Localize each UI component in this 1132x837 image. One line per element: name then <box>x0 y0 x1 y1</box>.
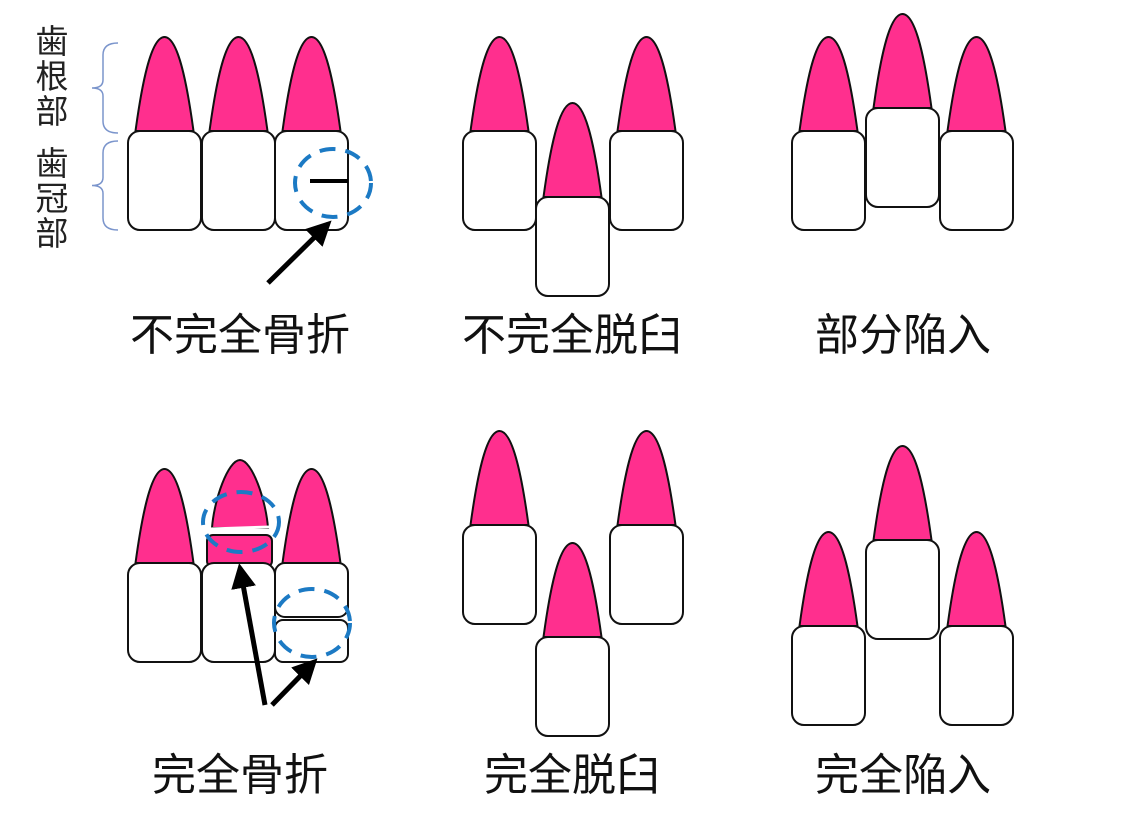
label-crown-part: 歯冠部 <box>30 146 69 251</box>
tooth-crown <box>201 562 276 663</box>
tooth-root <box>616 35 677 132</box>
tooth-root <box>872 12 933 109</box>
tooth-root <box>798 35 859 132</box>
panel-label-complete-intrusion: 完全陥入 <box>815 750 991 801</box>
tooth-root <box>134 35 195 132</box>
brace-icon <box>91 140 119 231</box>
tooth-root <box>542 541 603 638</box>
dashed-highlight-circle <box>201 490 281 554</box>
tooth-crown <box>201 130 276 231</box>
tooth-crown <box>939 625 1014 726</box>
tooth-crown <box>939 130 1014 231</box>
tooth-root <box>946 35 1007 132</box>
tooth-root <box>469 35 530 132</box>
tooth-root <box>616 429 677 526</box>
tooth-root <box>946 530 1007 627</box>
panel-label-partial-intrusion: 部分陥入 <box>815 310 991 361</box>
label-root-part: 歯根部 <box>30 24 69 129</box>
tooth-crown <box>127 130 202 231</box>
tooth-root <box>134 467 195 564</box>
tooth-root <box>872 444 933 541</box>
tooth-crown <box>609 130 684 231</box>
tooth-crown <box>791 130 866 231</box>
arrow-icon <box>270 658 318 707</box>
panel-label-complete-luxation: 完全脱臼 <box>484 750 660 801</box>
dashed-highlight-circle <box>293 147 373 219</box>
brace-icon <box>91 42 119 134</box>
panel-label-complete-fracture: 完全骨折 <box>152 750 328 801</box>
tooth-root <box>281 35 342 132</box>
tooth-crown <box>791 625 866 726</box>
tooth-crown <box>865 539 940 640</box>
tooth-crown <box>127 562 202 663</box>
fracture-gap <box>209 525 271 531</box>
arrow-icon <box>231 563 268 706</box>
tooth-crown <box>535 196 610 297</box>
tooth-root <box>469 429 530 526</box>
tooth-crown <box>462 130 537 231</box>
arrow-icon <box>266 220 332 285</box>
tooth-crown <box>462 524 537 625</box>
tooth-root <box>208 35 269 132</box>
panel-label-incomplete-fracture: 不完全骨折 <box>130 310 350 361</box>
tooth-root <box>798 530 859 627</box>
tooth-crown <box>609 524 684 625</box>
panel-label-incomplete-luxation: 不完全脱臼 <box>462 310 682 361</box>
tooth-crown <box>535 636 610 737</box>
dashed-highlight-circle <box>272 587 352 659</box>
tooth-root <box>542 101 603 198</box>
tooth-crown <box>865 107 940 208</box>
tooth-root <box>281 467 342 564</box>
